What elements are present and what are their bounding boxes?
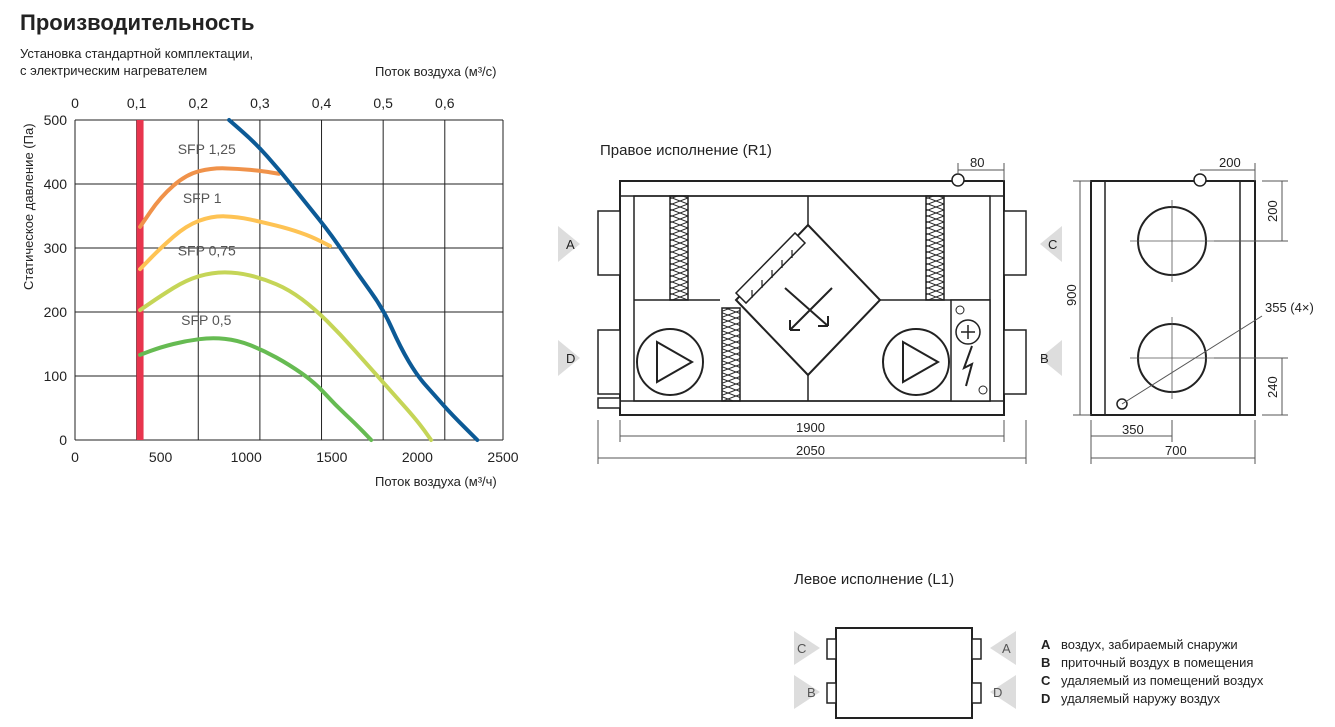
filter-top-left xyxy=(669,195,689,301)
y-tick-label: 500 xyxy=(44,112,68,128)
dim-2050: 2050 xyxy=(796,443,825,458)
port-d-label: D xyxy=(566,351,575,366)
x2-tick-label: 0,2 xyxy=(189,95,209,111)
series-line xyxy=(138,214,333,272)
left-unit-body xyxy=(835,627,973,719)
x2-tick-label: 0,3 xyxy=(250,95,270,111)
series-line xyxy=(138,270,434,442)
chart-grid xyxy=(74,119,504,441)
duct-connectors xyxy=(597,210,1027,409)
filter-top-right xyxy=(925,195,945,301)
x-tick-label: 1500 xyxy=(316,449,347,465)
chart-subtitle-line2: с электрическим нагревателем xyxy=(20,63,208,78)
chart-series xyxy=(136,118,480,442)
dim-350: 350 xyxy=(1122,422,1144,437)
left-port-a-label: A xyxy=(1002,641,1011,656)
series-line xyxy=(138,166,281,229)
crossflow-arrows-icon xyxy=(784,287,833,331)
y-tick-label: 100 xyxy=(44,368,68,384)
port-c-marker xyxy=(1040,226,1062,262)
x-tick-label: 2500 xyxy=(487,449,518,465)
damper-arrows-icon xyxy=(751,250,793,298)
x2-tick-label: 0 xyxy=(71,95,79,111)
left-version-title: Левое исполнение (L1) xyxy=(794,571,955,588)
left-port-d-label: D xyxy=(993,685,1002,700)
end-dimension-lines xyxy=(1073,163,1288,464)
dim-900: 900 xyxy=(1064,284,1079,306)
x2-tick-label: 0,6 xyxy=(435,95,455,111)
series-label: SFP 0,5 xyxy=(181,312,232,328)
x2-tick-label: 0,1 xyxy=(127,95,147,111)
port-a-label: A xyxy=(566,237,575,252)
left-port-c-label: C xyxy=(797,641,806,656)
port-c-label: C xyxy=(1048,237,1057,252)
dimension-lines xyxy=(597,163,1027,464)
x-axis-label: Поток воздуха (м³/ч) xyxy=(375,474,497,489)
port-b-marker xyxy=(1040,340,1062,376)
y-axis-label: Статическое давление (Па) xyxy=(21,123,36,290)
left-port-d-marker xyxy=(990,675,1016,709)
series-label: SFP 1 xyxy=(183,190,222,206)
lightning-icon xyxy=(962,345,974,387)
bypass-damper xyxy=(734,231,807,305)
x2-tick-label: 0,5 xyxy=(373,95,393,111)
dim-240: 240 xyxy=(1265,376,1280,398)
x-tick-label: 0 xyxy=(71,449,79,465)
left-port-b-label: B xyxy=(807,685,816,700)
y-tick-label: 200 xyxy=(44,304,68,320)
series-line xyxy=(138,336,374,442)
y-tick-label: 300 xyxy=(44,240,68,256)
right-version-diagram: A D C B 80 1900 2050 200 900 200 240 355… xyxy=(558,155,1314,464)
dim-1900: 1900 xyxy=(796,420,825,435)
x-tick-label: 1000 xyxy=(231,449,262,465)
filter-bottom-left xyxy=(721,307,741,402)
dim-200-top: 200 xyxy=(1219,155,1241,170)
port-b-label: B xyxy=(1040,351,1049,366)
x-tick-label: 2000 xyxy=(402,449,433,465)
left-version-diagram: C B A D xyxy=(794,627,1016,719)
x2-tick-label: 0,4 xyxy=(312,95,332,111)
right-version-title: Правое исполнение (R1) xyxy=(600,142,772,159)
left-port-c-marker xyxy=(794,631,820,665)
left-port-a-marker xyxy=(990,631,1016,665)
x2-axis-label: Поток воздуха (м³/с) xyxy=(375,64,496,79)
port-a-marker xyxy=(558,226,580,262)
y-tick-label: 0 xyxy=(59,432,67,448)
port-d-marker xyxy=(558,340,580,376)
x-tick-label: 500 xyxy=(149,449,173,465)
page-title: Производительность xyxy=(20,10,255,35)
left-port-b-marker xyxy=(794,675,820,709)
series-line xyxy=(227,118,480,442)
dim-200-side: 200 xyxy=(1265,200,1280,222)
series-label: SFP 1,25 xyxy=(178,141,236,157)
series-label: SFP 0,75 xyxy=(178,243,236,259)
chart-subtitle-line1: Установка стандартной комплектации, xyxy=(20,46,254,61)
y-tick-label: 400 xyxy=(44,176,68,192)
drain-outlet xyxy=(951,173,965,187)
dim-355: 355 (4×) xyxy=(1265,300,1314,315)
center-lines xyxy=(1130,200,1214,399)
dim-700: 700 xyxy=(1165,443,1187,458)
dim-80: 80 xyxy=(970,155,984,170)
